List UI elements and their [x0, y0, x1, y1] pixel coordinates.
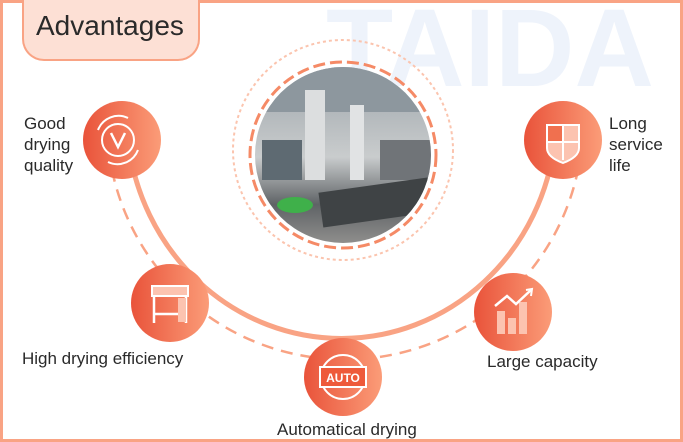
photo-dashed-ring [248, 60, 438, 250]
label-good-drying-quality: Good drying quality [24, 113, 73, 176]
title-tab [22, 0, 200, 61]
label-high-drying-efficiency: High drying efficiency [22, 349, 184, 368]
label-automatical-drying: Automatical drying [277, 420, 417, 439]
auto-text: AUTO [326, 371, 360, 385]
photo-dotted-ring [232, 39, 454, 261]
label-line: life [609, 156, 631, 175]
shield-icon [524, 101, 602, 179]
dryer-machine-icon [131, 264, 209, 342]
growth-chart-icon [474, 273, 552, 351]
auto-badge-icon: AUTO [304, 338, 382, 416]
label-line: Good [24, 114, 66, 133]
label-line: service [609, 135, 663, 154]
label-long-service-life: Long service life [609, 113, 663, 176]
label-large-capacity: Large capacity [487, 352, 598, 371]
quality-check-icon [83, 101, 161, 179]
page-title: Advantages [36, 10, 184, 41]
label-line: drying [24, 135, 71, 154]
label-line: quality [24, 156, 74, 175]
label-line: Long [609, 114, 647, 133]
